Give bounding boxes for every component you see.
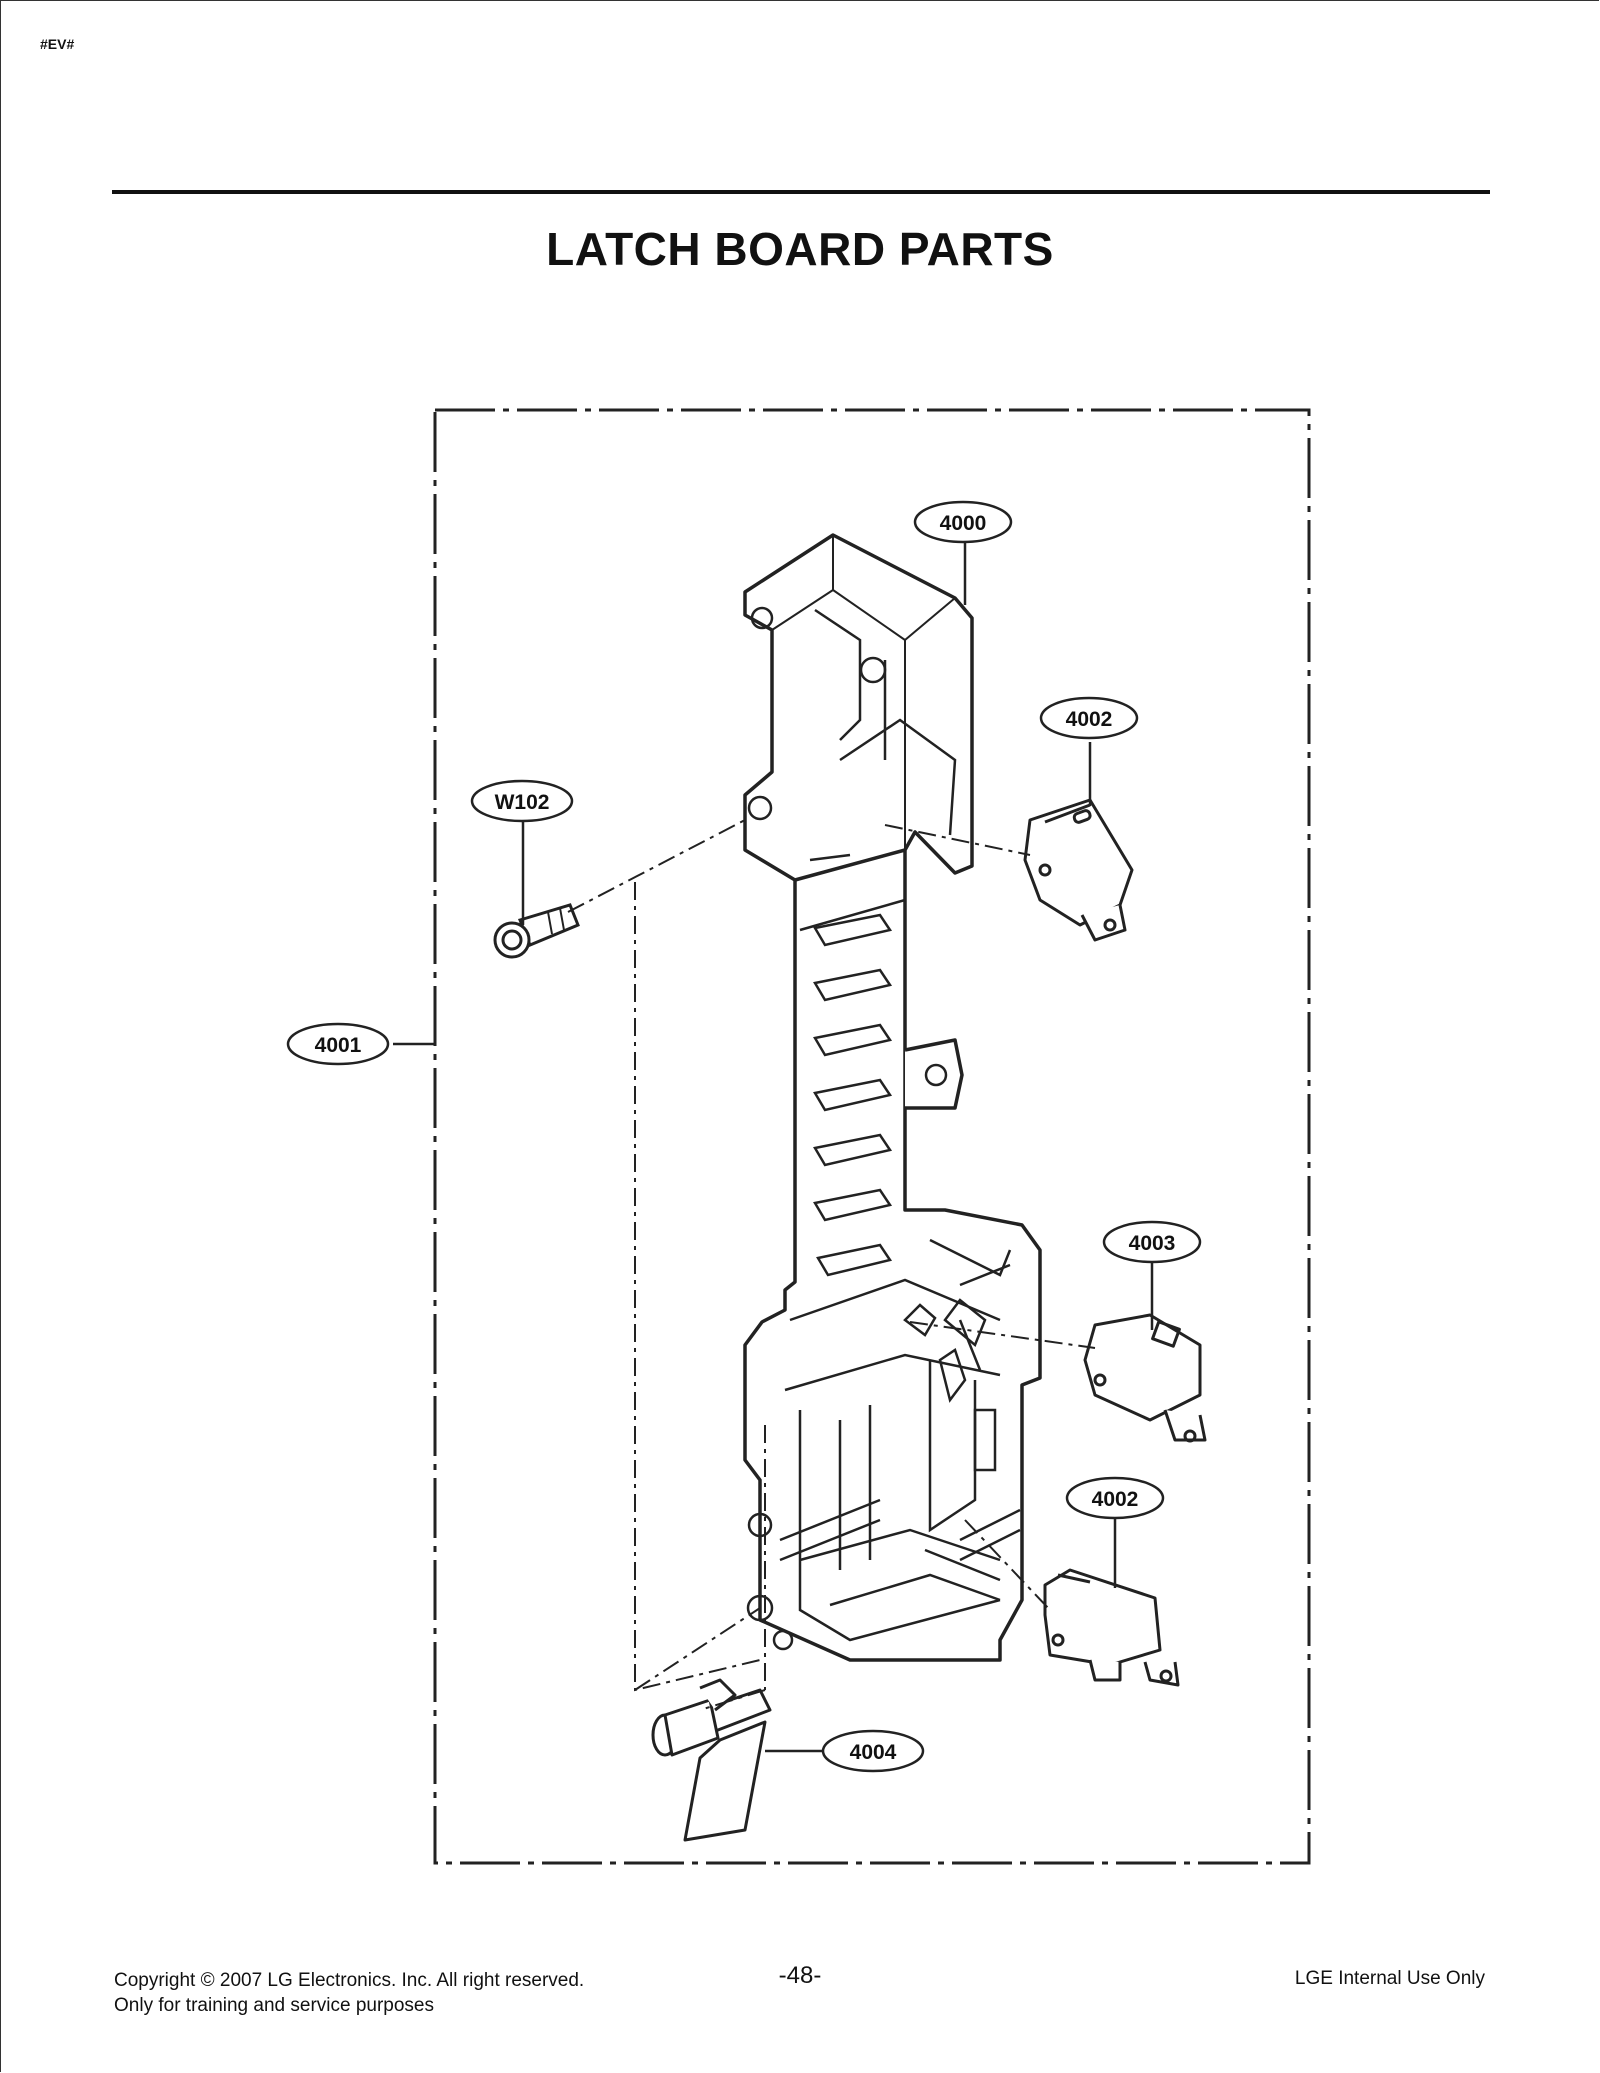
svg-text:4002: 4002	[1066, 708, 1113, 731]
micro-switch-top	[1023, 798, 1134, 942]
footer-copyright: Copyright © 2007 LG Electronics. Inc. Al…	[114, 1970, 585, 1991]
diagram-frame	[433, 408, 1311, 1865]
screw-w102	[493, 903, 580, 959]
callout-4004: 4004	[821, 1729, 925, 1773]
micro-switch-bottom	[1043, 1568, 1180, 1687]
callout-4002-bottom: 4002	[1065, 1476, 1165, 1520]
latch-board-body	[743, 533, 1042, 1662]
footer-internal-notice: LGE Internal Use Only	[1294, 1968, 1485, 1989]
ladder-slats	[813, 913, 893, 1277]
latch-board-details	[746, 606, 1021, 1651]
svg-text:4001: 4001	[315, 1034, 362, 1057]
micro-switch-middle	[1083, 1313, 1207, 1443]
footer-purpose: Only for training and service purposes	[114, 1995, 434, 2016]
footer-copyright-block: Copyright © 2007 LG Electronics. Inc. Al…	[114, 1968, 584, 2018]
svg-text:4004: 4004	[850, 1741, 897, 1764]
page-title: LATCH BOARD PARTS	[546, 223, 1054, 275]
svg-text:4002: 4002	[1092, 1488, 1139, 1511]
door-lever-4004	[651, 1678, 772, 1842]
title-rule	[112, 190, 1490, 194]
corner-tag: #EV#	[40, 36, 75, 52]
callout-4001: 4001	[286, 1022, 390, 1066]
callout-4002-top: 4002	[1039, 696, 1139, 740]
svg-text:W102: W102	[495, 791, 550, 814]
callout-w102: W102	[470, 779, 574, 823]
assembly-guides	[567, 819, 1096, 1711]
callout-4003: 4003	[1102, 1220, 1202, 1264]
page-number: -48-	[778, 1962, 822, 1989]
leader-lines	[393, 542, 1154, 1753]
svg-text:4000: 4000	[940, 512, 987, 535]
svg-text:4003: 4003	[1129, 1232, 1176, 1255]
callout-4000: 4000	[913, 500, 1013, 544]
